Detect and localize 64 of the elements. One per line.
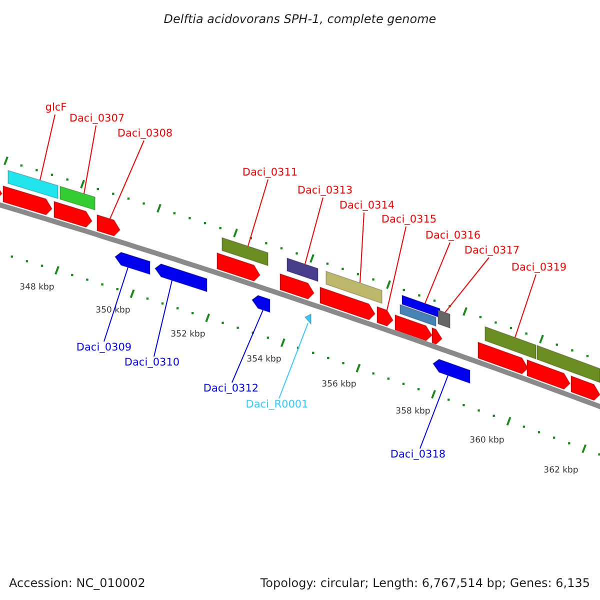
pointed-gene-block bbox=[304, 314, 312, 324]
pointed-gene-block bbox=[114, 252, 150, 275]
leader-line bbox=[304, 197, 324, 265]
scale-label: 350 kbp bbox=[96, 304, 130, 318]
accession-text: Accession: NC_010002 bbox=[9, 575, 146, 592]
leader-line bbox=[278, 322, 308, 399]
leader-line bbox=[110, 140, 144, 220]
leader-line bbox=[84, 125, 96, 194]
leader-line bbox=[424, 242, 450, 304]
gene-label: Daci_0309 bbox=[76, 342, 132, 354]
scale-label: 362 kbp bbox=[544, 464, 578, 478]
gene-block bbox=[60, 186, 96, 211]
gene-block bbox=[8, 170, 58, 200]
gene-label: Daci_0314 bbox=[339, 200, 395, 212]
gene-label: Daci_0312 bbox=[203, 382, 259, 396]
genome-summary-text: Topology: circular; Length: 6,767,514 bp; Genes: 6,135 bbox=[260, 575, 590, 592]
gene-label: Daci_0319 bbox=[511, 262, 567, 274]
gene-label: Daci_0317 bbox=[464, 244, 520, 258]
gene-label: Daci_0311 bbox=[242, 166, 298, 180]
gene-block bbox=[286, 257, 318, 282]
pointed-gene-block bbox=[154, 263, 208, 292]
scale-label: 352 kbp bbox=[170, 328, 206, 342]
gene-label: Daci_0318 bbox=[390, 448, 446, 462]
leader-line bbox=[386, 226, 406, 311]
pointed-gene-block bbox=[216, 252, 260, 282]
diagram-title: Delftia acidovorans SPH-1, complete genome bbox=[162, 11, 438, 28]
leader-line bbox=[360, 212, 364, 284]
gene-label: Daci_0307 bbox=[69, 112, 125, 126]
gene-label: Daci_0310 bbox=[124, 356, 180, 370]
leader-line bbox=[444, 257, 490, 313]
scale-label: 348 kbp bbox=[20, 282, 54, 294]
pointed-gene-block bbox=[280, 273, 314, 300]
gene-block bbox=[326, 270, 382, 304]
pointed-gene-block bbox=[2, 185, 52, 216]
gene-block bbox=[400, 304, 436, 327]
gene-label: Daci_0315 bbox=[381, 214, 437, 226]
gene-block bbox=[536, 344, 600, 384]
pointed-gene-block bbox=[54, 200, 92, 228]
pointed-gene-block bbox=[526, 359, 570, 390]
pointed-gene-block bbox=[478, 342, 528, 374]
gene-label: Daci_0308 bbox=[117, 128, 173, 140]
leader-line bbox=[420, 374, 448, 449]
gene-block bbox=[222, 237, 268, 266]
pointed-gene-block bbox=[376, 306, 394, 327]
gene-label: glcF bbox=[45, 102, 67, 114]
gene-block bbox=[402, 294, 440, 318]
leader-line bbox=[232, 310, 264, 383]
scale-label: 360 kbp bbox=[470, 434, 504, 448]
gene-label: Daci_0316 bbox=[425, 230, 481, 242]
gene-block bbox=[484, 326, 536, 360]
scale-label: 356 kbp bbox=[322, 378, 356, 392]
pointed-gene-block bbox=[570, 375, 600, 401]
scale-label: 354 kbp bbox=[246, 354, 282, 366]
pointed-gene-block bbox=[251, 294, 270, 313]
pointed-gene-block bbox=[96, 214, 120, 236]
scale-label: 358 kbp bbox=[396, 406, 430, 418]
gene-label: Daci_0313 bbox=[297, 184, 353, 198]
leader-line bbox=[104, 266, 128, 342]
pointed-gene-block bbox=[432, 358, 470, 384]
leader-line bbox=[248, 179, 268, 247]
gene-label: Daci_R0001 bbox=[246, 398, 308, 412]
leader-line bbox=[514, 274, 536, 338]
leader-line bbox=[154, 280, 172, 357]
pointed-gene-block bbox=[320, 286, 376, 320]
